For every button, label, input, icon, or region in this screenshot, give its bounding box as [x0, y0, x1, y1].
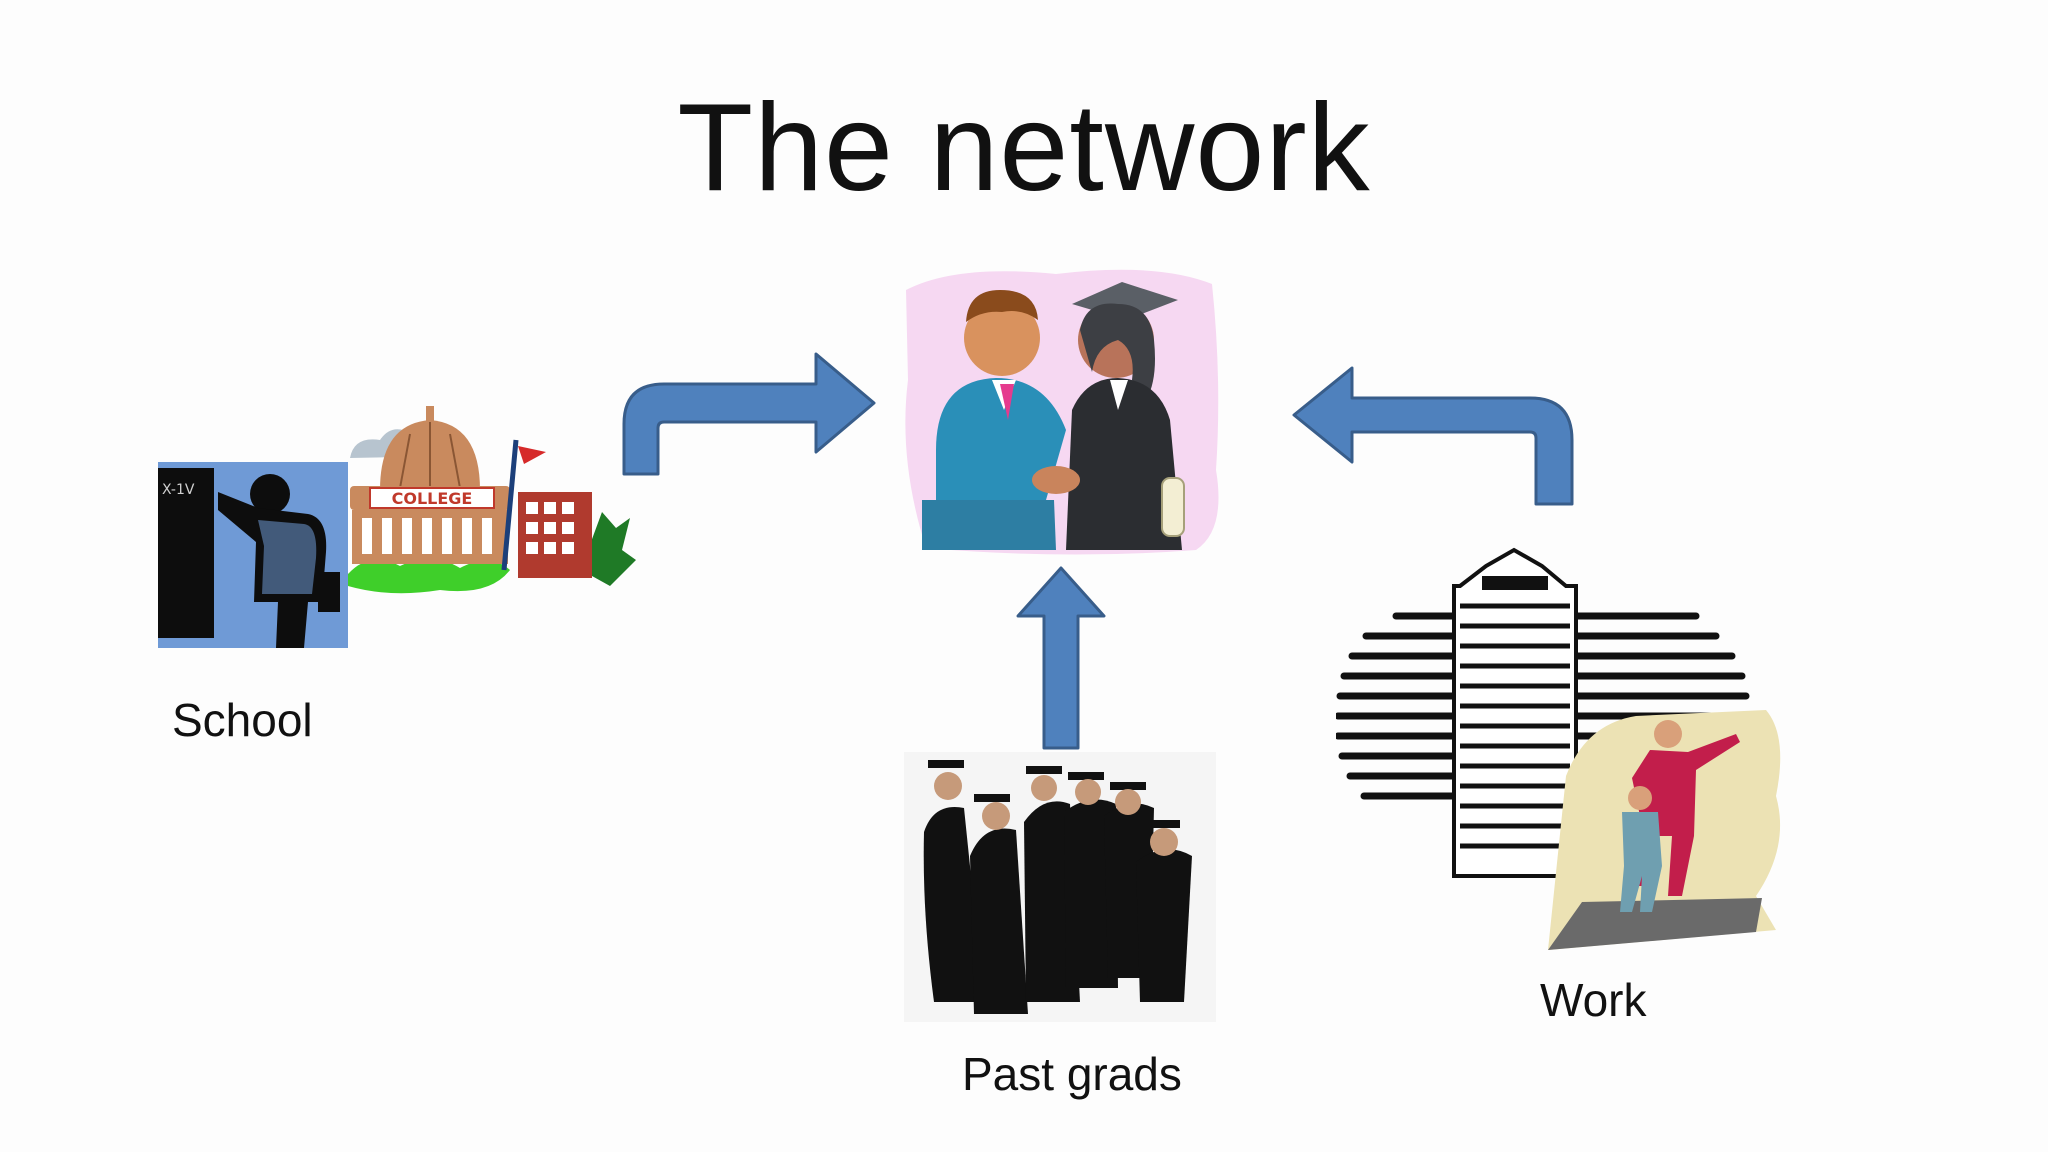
arrow-school-to-network: [620, 352, 880, 478]
teacher-chalkboard-icon: X-1V: [158, 462, 348, 648]
work-label: Work: [1540, 974, 1647, 1026]
slide-title: The network: [677, 79, 1371, 217]
school-label: School: [172, 694, 313, 746]
graduates-group-photo-icon: [904, 752, 1216, 1022]
chalkboard-text: X-1V: [162, 482, 195, 498]
handshake-graduate-icon: [896, 260, 1228, 560]
college-building-icon: COLLEGE: [340, 400, 640, 600]
arrow-pastgrads-to-network: [1016, 566, 1106, 752]
arrow-work-to-network: [1290, 364, 1576, 508]
office-skyscraper-icon: [1336, 546, 1792, 958]
past-grads-label: Past grads: [962, 1048, 1182, 1100]
college-sign-text: COLLEGE: [392, 489, 473, 508]
